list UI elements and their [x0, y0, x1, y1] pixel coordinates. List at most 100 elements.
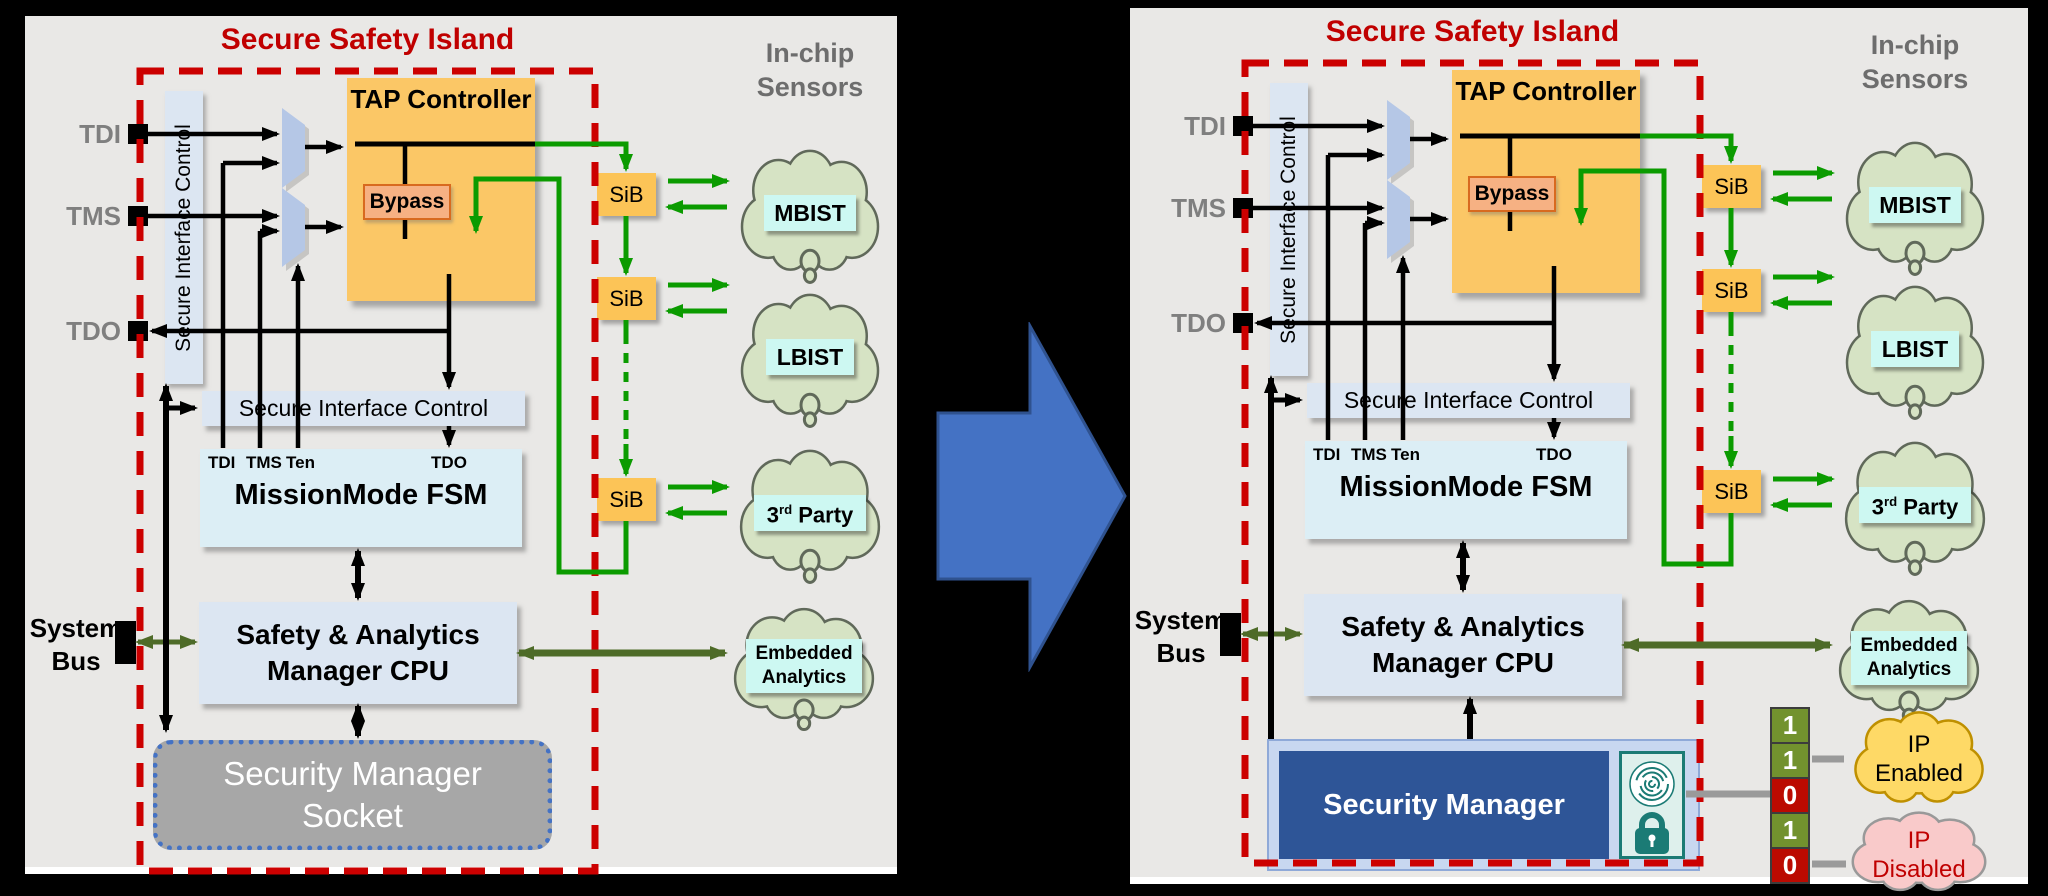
cloud-tail-bubble	[1904, 540, 1926, 566]
mux-icon	[282, 188, 305, 267]
transition-arrow-shape	[936, 322, 1127, 672]
label-post: Party	[1897, 494, 1959, 520]
chain-in	[1640, 133, 1738, 164]
cloud-tail-bubble	[799, 548, 821, 574]
cloud-tail-bubble	[1907, 559, 1923, 576]
mbist-cloud-label: MBIST	[1869, 187, 1961, 223]
label-pre: 3	[766, 502, 779, 528]
sib-box: SiB	[597, 478, 656, 521]
cloud-tail-bubble	[793, 698, 815, 722]
socket-label-line: Socket	[302, 797, 403, 834]
pin-label-tms: TMS	[66, 201, 121, 231]
label-rich: 3rd Party	[1872, 488, 1959, 521]
enable-bit-cell: 1	[1770, 742, 1810, 779]
label-post: Party	[792, 502, 854, 528]
cloud-tail-bubble	[802, 567, 818, 584]
label-rich: 3rd Party	[767, 496, 854, 529]
enable-bit-cell: 0	[1770, 777, 1810, 814]
pin-label-tdi: TDI	[1184, 111, 1226, 141]
mux-shadow	[286, 112, 309, 192]
ip-disabled-line: IP	[1907, 827, 1931, 854]
cloud-tail-bubble	[802, 411, 818, 428]
pin-pad-tdo	[128, 321, 148, 341]
sensors-title-line: Sensors	[1861, 64, 1969, 94]
socket-label-line: Security Manager	[223, 755, 482, 792]
chain-in	[535, 141, 633, 172]
fsm-output-tdo: TDO	[431, 453, 467, 472]
cloud-tail-bubble	[1898, 690, 1920, 714]
fsm-input-tdi: TDI	[1313, 445, 1341, 464]
system-bus-line: Bus	[51, 646, 101, 676]
mbist-cloud-label: MBIST	[764, 195, 856, 231]
pin-pad-tdi	[128, 124, 148, 144]
cloud-tail-bubble	[796, 715, 812, 732]
fsm-input-tdi: TDI	[208, 453, 236, 472]
mux-icon	[1387, 100, 1410, 180]
pin-pad-tms	[128, 206, 148, 226]
vertical-control-label: Secure Interface Control	[172, 123, 195, 352]
secure-interface-control-box: Secure Interface Control	[1307, 383, 1630, 418]
cloud-tail-bubble	[1901, 707, 1917, 724]
fsm-output-tdo: TDO	[1536, 445, 1572, 464]
label-text: LBIST	[776, 344, 844, 370]
mux-icon	[282, 108, 305, 188]
mux-shadow	[1391, 104, 1414, 184]
mux-icon	[1387, 180, 1410, 259]
vertical-control-label: Secure Interface Control	[1277, 115, 1300, 344]
fsm-input-tms: TMS	[1351, 445, 1387, 464]
island-title: Secure Safety Island	[1325, 15, 1620, 48]
pin-pad-tms	[1233, 198, 1253, 218]
label-sup: rd	[778, 502, 793, 518]
fsm-title: MissionMode FSM	[1339, 471, 1593, 503]
fsm-input-ten: Ten	[1391, 445, 1420, 464]
ip-enabled-line: Enabled	[1874, 760, 1964, 787]
ip-enabled-line: IP	[1907, 731, 1931, 758]
sensors-title-line: In-chip	[765, 38, 855, 68]
island-title: Secure Safety Island	[220, 23, 515, 56]
label-text: MBIST	[774, 200, 846, 226]
label-line: Embedded	[1860, 635, 1958, 656]
panel-bottom-strip	[1130, 877, 2028, 884]
cpu-label-line: Safety & Analytics	[1341, 611, 1585, 642]
bypass-box: Bypass	[1468, 176, 1556, 212]
tap-controller-title: TAP Controller	[350, 84, 532, 114]
label-line: Embedded	[755, 643, 853, 664]
sib-box: SiB	[597, 277, 656, 320]
label-pre: 3	[1871, 494, 1884, 520]
cloud-tail-bubble	[799, 392, 821, 418]
secure-interface-control-box: Secure Interface Control	[202, 391, 525, 426]
lbist-cloud-label: LBIST	[1871, 331, 1959, 367]
enable-bit-cell: 0	[1770, 847, 1810, 884]
cloud-tail-bubble	[1904, 384, 1926, 410]
transition-arrow-icon	[936, 322, 1127, 672]
sensors-title-line: In-chip	[1870, 30, 1960, 60]
system-bus-pad	[1220, 613, 1241, 656]
cloud-tail-bubble	[1907, 259, 1923, 276]
sensors-title-line: Sensors	[756, 72, 864, 102]
cloud-tail-bubble	[1907, 403, 1923, 420]
system-bus-line: System	[1134, 605, 1228, 635]
secure-interface-control-vertical: Secure Interface Control	[1270, 83, 1308, 376]
lbist-cloud-label: LBIST	[766, 339, 854, 375]
cpu-label-line: Safety & Analytics	[236, 619, 480, 650]
security-manager-box: Security Manager	[1279, 751, 1609, 859]
label-sup: rd	[1883, 494, 1898, 510]
cloud-tail-bubble	[799, 248, 821, 274]
sib-box: SiB	[597, 173, 656, 216]
pin-label-tms: TMS	[1171, 193, 1226, 223]
cloud-tail-bubble	[1904, 240, 1926, 266]
pin-pad-tdi	[1233, 116, 1253, 136]
pin-label-tdo: TDO	[66, 316, 121, 346]
sib-box: SiB	[1702, 165, 1761, 208]
system-bus-pad	[115, 621, 136, 664]
